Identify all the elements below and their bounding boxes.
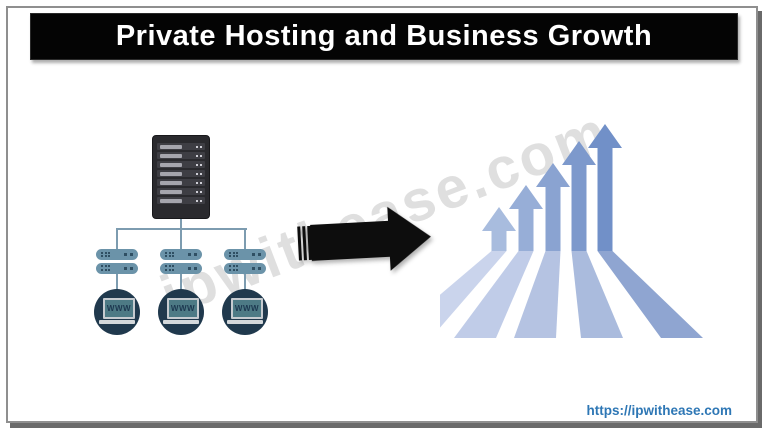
switch-icon [96,262,138,274]
connector-line [244,272,246,291]
connector-line [180,219,182,229]
www-label: WWW [170,304,196,313]
switch-icon [224,249,266,260]
arrow-tail-bar [297,226,302,261]
growth-up-arrow [588,124,622,251]
laptop-screen: WWW [103,298,135,319]
switch-icon [160,249,202,260]
connector-line [180,272,182,291]
switch-icon [160,262,202,274]
growth-arrow-trail [597,251,703,338]
www-laptop-icon: WWW [222,289,268,335]
rack-unit [157,197,205,204]
rack-unit [157,161,205,168]
laptop-base [99,320,135,324]
slide-frame [6,6,758,423]
arrow-tail-bar [302,226,307,261]
laptop-base [163,320,199,324]
www-label: WWW [234,304,260,313]
connector-line [244,228,246,250]
growth-arrow-trail [454,251,534,338]
www-laptop-icon: WWW [158,289,204,335]
laptop-base [227,320,263,324]
growth-up-arrow [482,207,516,251]
page-title: Private Hosting and Business Growth [115,20,653,52]
rack-unit [157,170,205,177]
connector-line [116,228,118,250]
connector-line [116,272,118,291]
growth-up-arrow [536,163,570,251]
title-bar: Private Hosting and Business Growth [30,13,738,60]
transition-right-arrow-icon [296,204,435,275]
switch-icon [96,249,138,260]
connector-line [180,228,182,250]
laptop-screen: WWW [231,298,263,319]
growth-arrow-trail [514,251,561,338]
rack-unit [157,188,205,195]
rack-unit [157,179,205,186]
rack-unit [157,143,205,150]
arrow-head [387,204,433,271]
www-laptop-icon: WWW [94,289,140,335]
switch-icon [224,262,266,274]
rack-unit [157,152,205,159]
growth-up-arrow [509,185,543,251]
laptop-screen: WWW [167,298,199,319]
server-rack-icon [152,135,210,219]
www-label: WWW [106,304,132,313]
growth-up-arrow [562,141,596,251]
growth-arrows-graphic [440,124,703,338]
arrow-body [310,220,390,261]
growth-arrow-trail [571,251,623,338]
website-link[interactable]: https://ipwithease.com [586,403,732,418]
